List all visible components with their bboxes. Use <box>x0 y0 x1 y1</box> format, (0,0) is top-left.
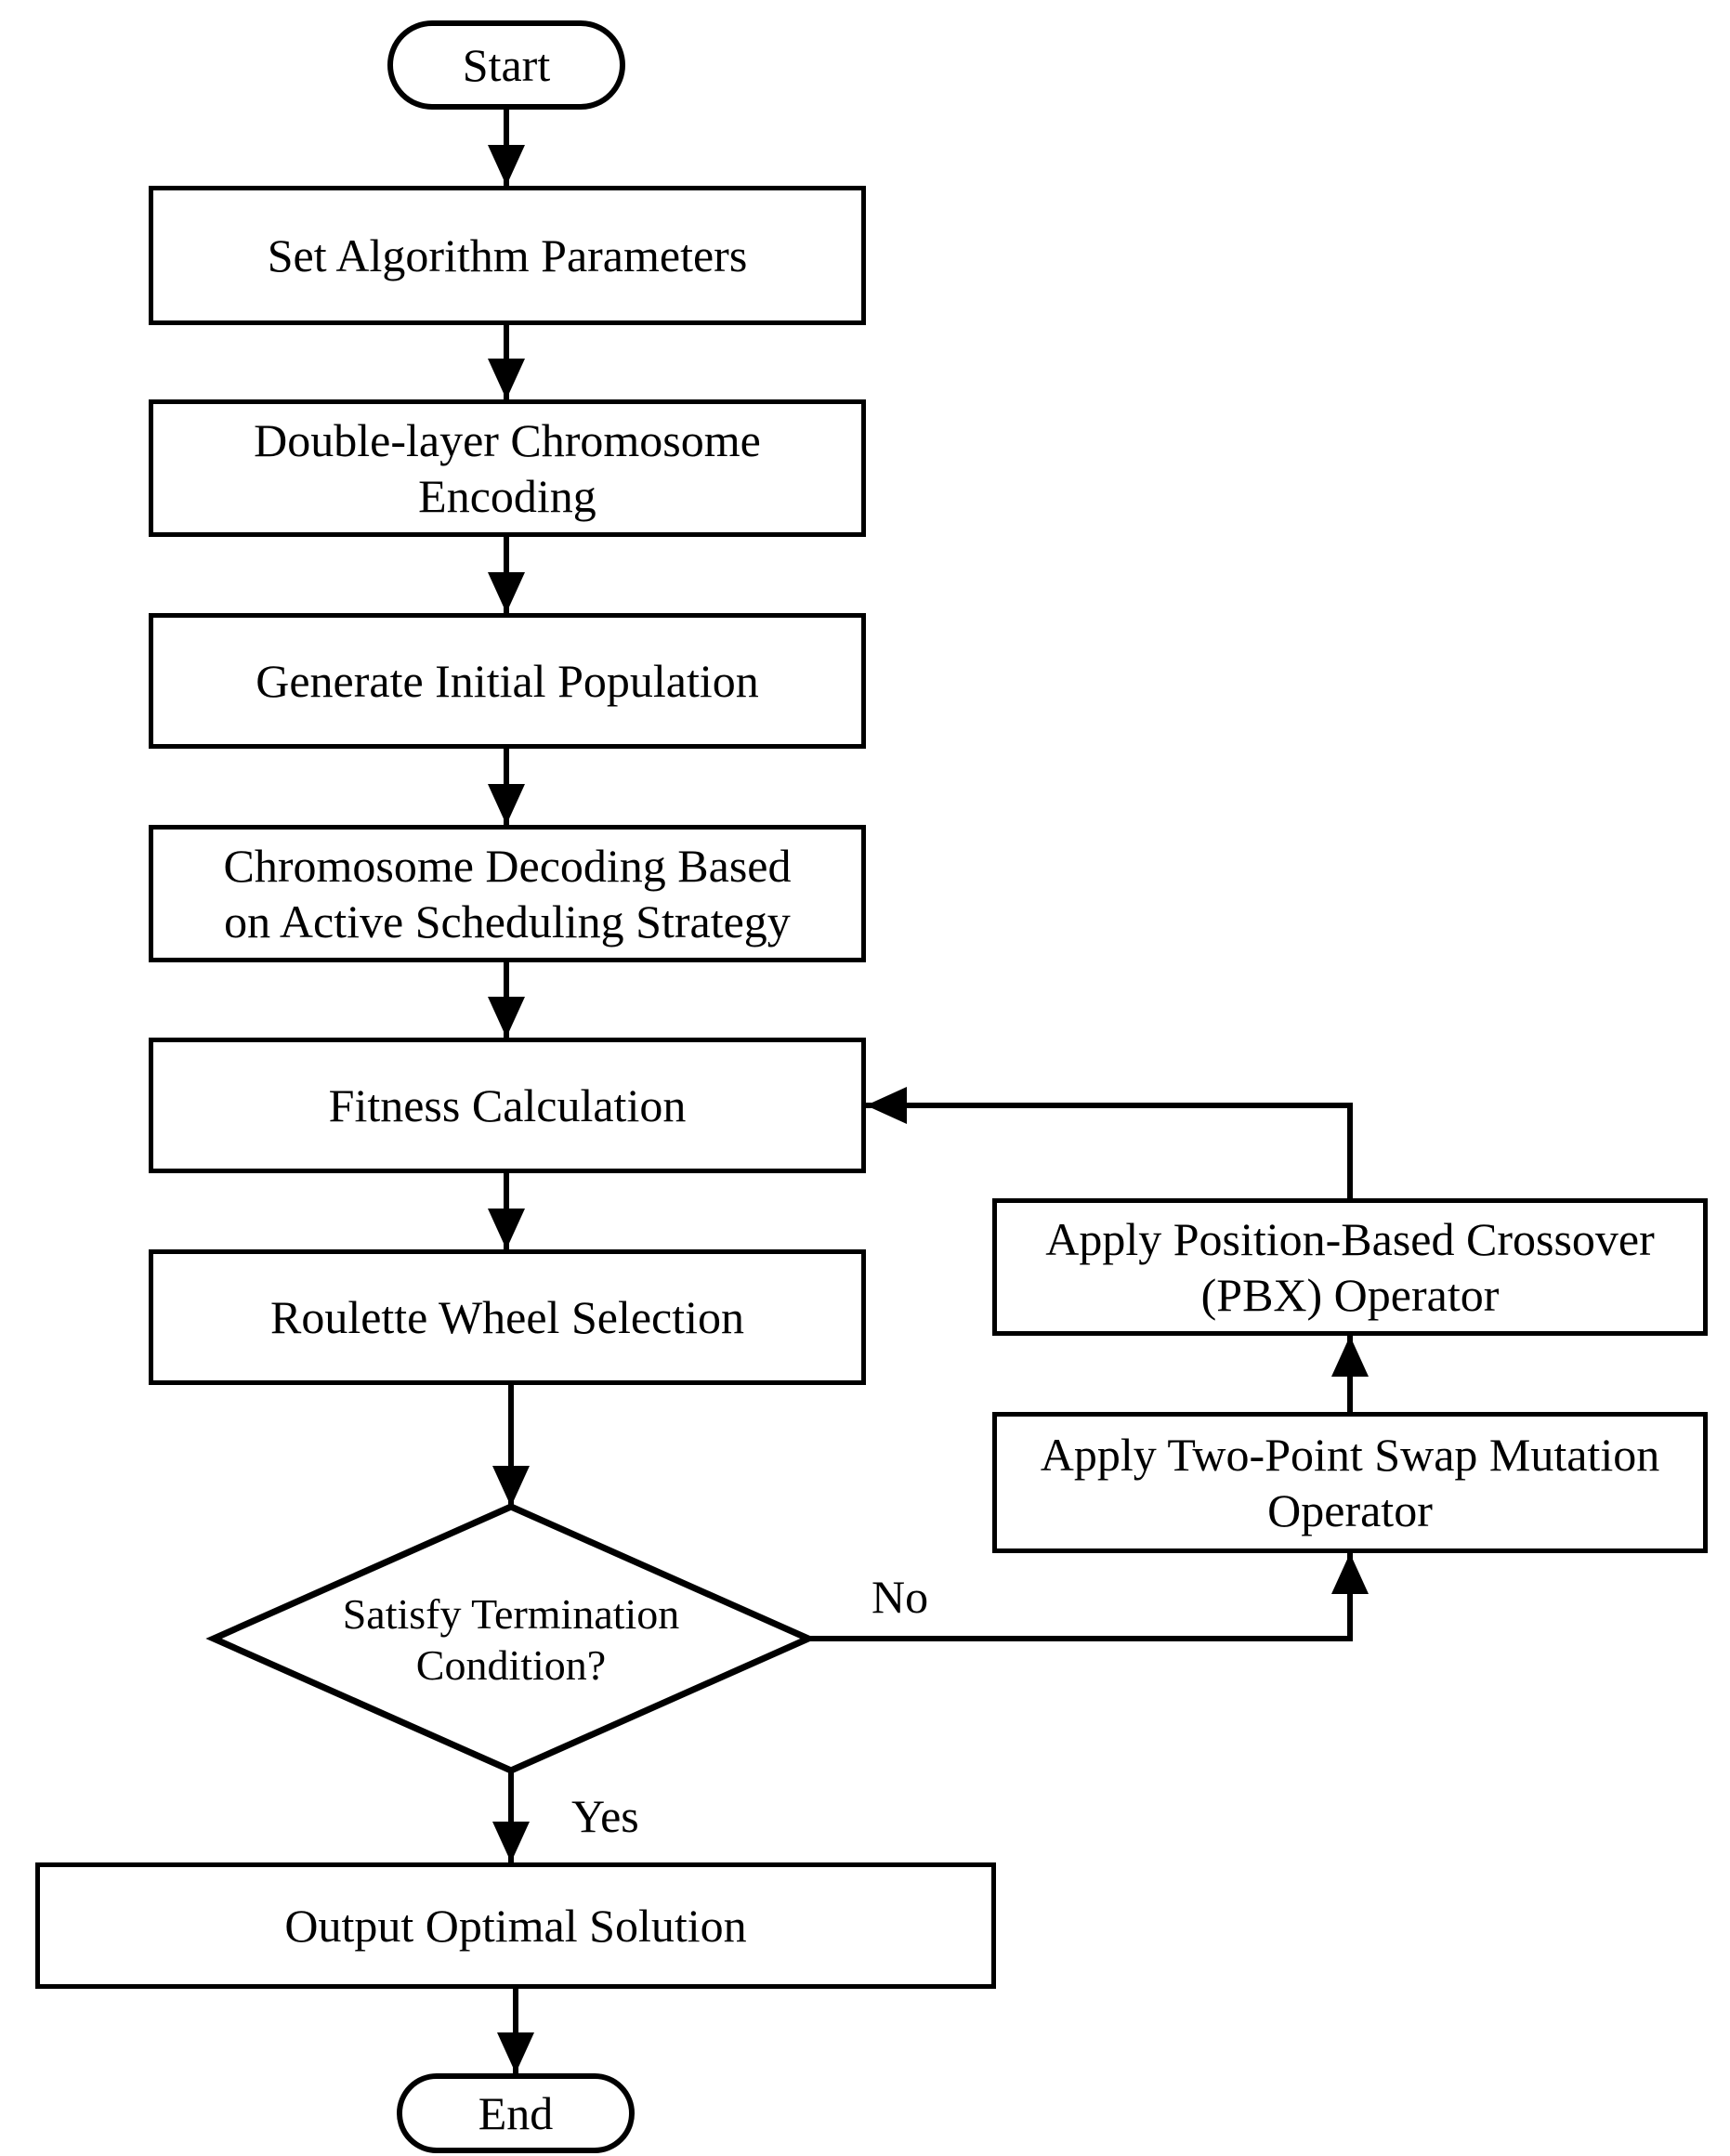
node-output: Output Optimal Solution <box>35 1862 996 1989</box>
edge-crossover-to-fitness <box>866 1087 1353 1198</box>
node-start: Start <box>387 20 625 110</box>
node-selection-label: Roulette Wheel Selection <box>269 1291 745 1343</box>
node-selection: Roulette Wheel Selection <box>149 1249 866 1385</box>
node-set-params: Set Algorithm Parameters <box>149 186 866 325</box>
edge-termination-to-mutation-no <box>808 1553 1369 1641</box>
node-mutation-label: Apply Two-Point Swap Mutation Operator <box>1040 1429 1660 1536</box>
edge-label-no: No <box>872 1571 929 1623</box>
node-decoding-label: Chromosome Decoding Based on Active Sche… <box>223 840 792 947</box>
node-crossover: Apply Position-Based Crossover (PBX) Ope… <box>992 1198 1708 1336</box>
edge-label-yes: Yes <box>571 1790 639 1842</box>
node-end-label: End <box>478 2087 554 2139</box>
node-encoding-label: Double-layer Chromosome Encoding <box>254 414 761 522</box>
node-termination: Satisfy Termination Condition? <box>279 1561 743 1718</box>
node-start-label: Start <box>462 39 551 91</box>
node-mutation: Apply Two-Point Swap Mutation Operator <box>992 1412 1708 1553</box>
node-init-population: Generate Initial Population <box>149 613 866 749</box>
node-fitness: Fitness Calculation <box>149 1038 866 1173</box>
node-set-params-label: Set Algorithm Parameters <box>267 229 748 281</box>
node-output-label: Output Optimal Solution <box>284 1900 747 1952</box>
node-end: End <box>397 2073 635 2153</box>
node-decoding: Chromosome Decoding Based on Active Sche… <box>149 825 866 962</box>
node-init-population-label: Generate Initial Population <box>256 655 759 707</box>
node-encoding: Double-layer Chromosome Encoding <box>149 399 866 537</box>
node-termination-label: Satisfy Termination Condition? <box>342 1589 680 1689</box>
node-crossover-label: Apply Position-Based Crossover (PBX) Ope… <box>1045 1213 1655 1321</box>
node-fitness-label: Fitness Calculation <box>328 1079 687 1131</box>
